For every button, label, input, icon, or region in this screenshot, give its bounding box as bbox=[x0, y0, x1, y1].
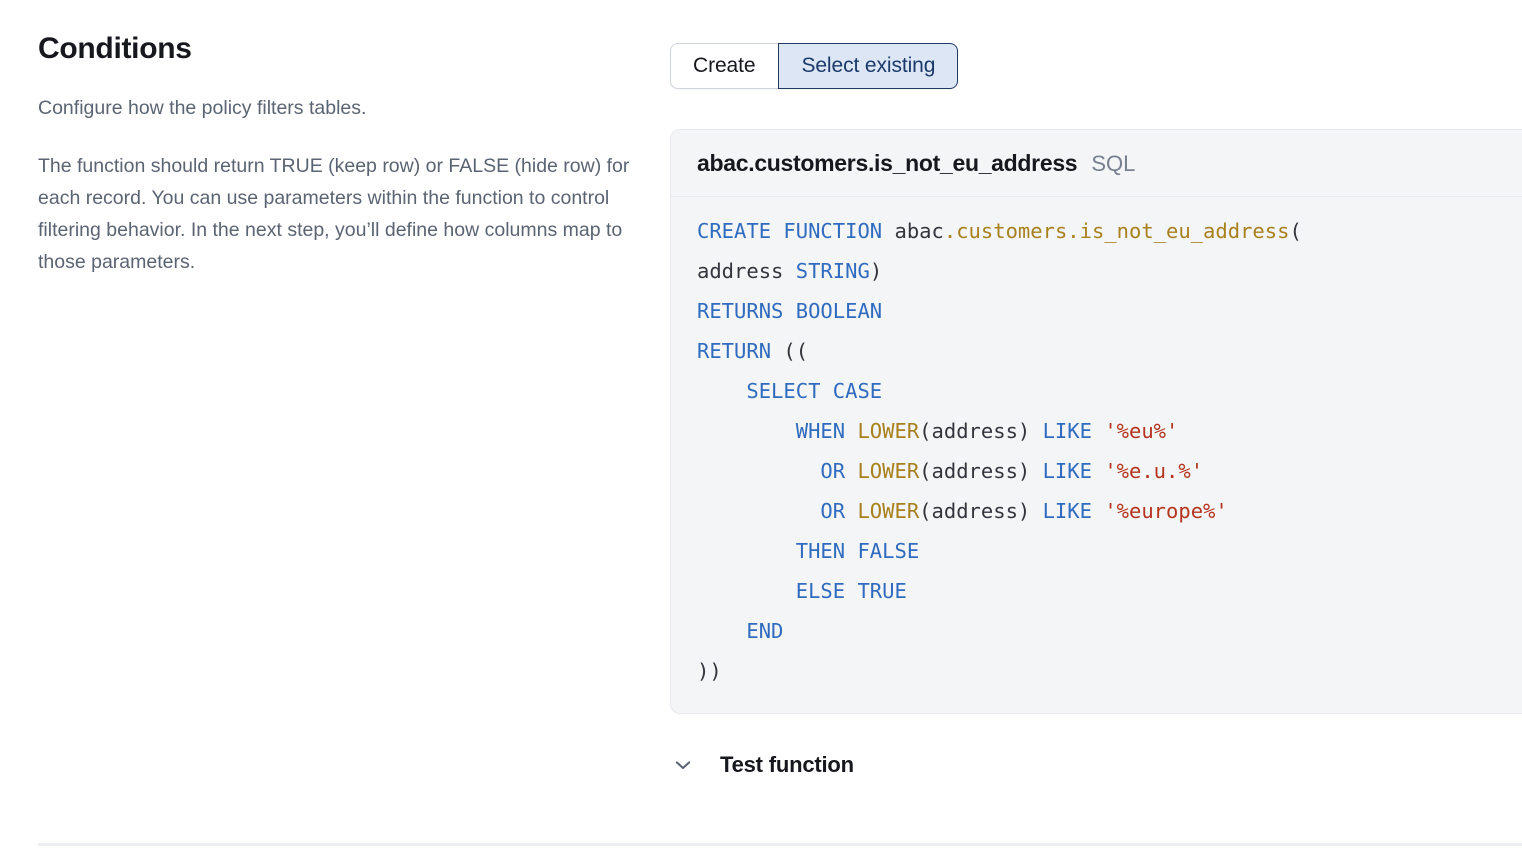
code-line: SELECT CASE bbox=[671, 371, 1522, 411]
code-token-id: address bbox=[697, 259, 796, 283]
code-token-kw: LIKE bbox=[1042, 419, 1105, 443]
code-token-fn: is_not_eu_address bbox=[1079, 219, 1290, 243]
code-token-str: '%e.u.%' bbox=[1104, 459, 1204, 483]
code-token-kw: WHEN bbox=[697, 419, 858, 443]
code-line: WHEN LOWER(address) LIKE '%eu%' bbox=[671, 411, 1522, 451]
code-token-fn: . bbox=[1067, 219, 1080, 243]
code-token-id: (address) bbox=[919, 459, 1043, 483]
code-line: OR LOWER(address) LIKE '%europe%' bbox=[671, 491, 1522, 531]
code-token-str: '%eu%' bbox=[1104, 419, 1179, 443]
sql-language-badge: SQL bbox=[1091, 151, 1136, 176]
sql-function-name: abac.customers.is_not_eu_address bbox=[697, 150, 1078, 176]
code-line: CREATE FUNCTION abac.customers.is_not_eu… bbox=[671, 211, 1522, 251]
code-token-fn: . bbox=[943, 219, 957, 243]
code-token-punc: ( bbox=[1289, 219, 1302, 243]
code-line: END bbox=[671, 611, 1522, 651]
sql-code-block[interactable]: CREATE FUNCTION abac.customers.is_not_eu… bbox=[671, 197, 1522, 713]
code-line: OR LOWER(address) LIKE '%e.u.%' bbox=[671, 451, 1522, 491]
sql-function-card-header: abac.customers.is_not_eu_address SQL bbox=[671, 130, 1522, 197]
code-token-kw: RETURN bbox=[697, 339, 772, 363]
conditions-info-column: Conditions Configure how the policy filt… bbox=[38, 32, 638, 278]
code-token-id: abac bbox=[894, 219, 944, 243]
code-token-fn: LOWER bbox=[857, 499, 920, 523]
test-function-label: Test function bbox=[720, 752, 854, 777]
code-token-kw: RETURNS BOOLEAN bbox=[697, 299, 883, 323]
code-line: ELSE TRUE bbox=[671, 571, 1522, 611]
code-line: RETURN (( bbox=[671, 331, 1522, 371]
code-token-kw: SELECT CASE bbox=[697, 379, 883, 403]
code-token-kw: THEN FALSE bbox=[697, 539, 920, 563]
code-token-fn: LOWER bbox=[857, 459, 920, 483]
code-token-fn: customers bbox=[956, 219, 1068, 243]
code-token-kw: LIKE bbox=[1042, 499, 1105, 523]
code-token-kw: LIKE bbox=[1042, 459, 1105, 483]
code-token-kw: STRING bbox=[795, 259, 870, 283]
code-token-kw: OR bbox=[697, 499, 858, 523]
code-line: address STRING) bbox=[671, 251, 1522, 291]
code-token-punc: )) bbox=[697, 659, 722, 683]
page-title: Conditions bbox=[38, 32, 192, 65]
code-line: THEN FALSE bbox=[671, 531, 1522, 571]
code-token-kw: END bbox=[697, 619, 784, 643]
toggle-option-select-existing[interactable]: Select existing bbox=[778, 43, 959, 89]
conditions-body-text: The function should return TRUE (keep ro… bbox=[38, 154, 630, 274]
toggle-option-create[interactable]: Create bbox=[670, 43, 780, 89]
conditions-editor-column: Create Select existing abac.customers.is… bbox=[670, 0, 1522, 858]
chevron-down-icon bbox=[670, 752, 696, 778]
code-token-punc: (( bbox=[771, 339, 809, 363]
test-function-toggle[interactable]: Test function bbox=[670, 752, 854, 778]
code-token-fn: LOWER bbox=[857, 419, 920, 443]
code-token-punc: ) bbox=[869, 259, 883, 283]
sql-function-card: abac.customers.is_not_eu_address SQL CRE… bbox=[670, 129, 1522, 714]
conditions-lead-text: Configure how the policy filters tables. bbox=[38, 96, 367, 119]
code-token-kw: OR bbox=[697, 459, 858, 483]
code-token-str: '%europe%' bbox=[1104, 499, 1228, 523]
code-token-kw: ELSE TRUE bbox=[697, 579, 907, 603]
code-line: RETURNS BOOLEAN bbox=[671, 291, 1522, 331]
code-token-id: (address) bbox=[919, 419, 1043, 443]
function-source-toggle-group: Create Select existing bbox=[670, 43, 959, 89]
bottom-divider bbox=[38, 843, 1522, 846]
code-token-kw: CREATE FUNCTION bbox=[697, 219, 895, 243]
code-token-id: (address) bbox=[919, 499, 1043, 523]
code-line: )) bbox=[671, 651, 1522, 691]
